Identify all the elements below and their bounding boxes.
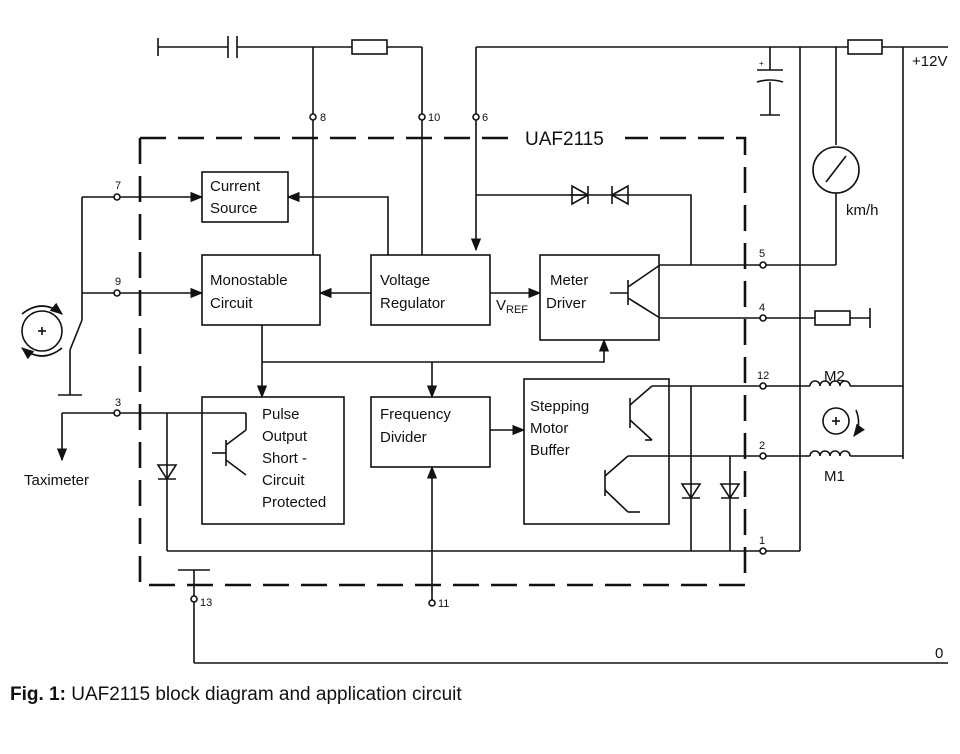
chip-boundary	[138, 136, 747, 587]
figure-caption-text: UAF2115 block diagram and application ci…	[65, 684, 462, 705]
meter-label: km/h	[846, 202, 879, 219]
pin-11-label: 11	[438, 598, 449, 610]
meter-driver-line-1: Meter	[550, 272, 588, 289]
motor-m2-label: M2	[824, 368, 845, 385]
motor-coils	[766, 380, 903, 457]
frequency-divider-line-2: Divider	[380, 429, 427, 446]
stepping-motor-block	[523, 378, 670, 525]
speedometer-wiring	[766, 146, 871, 328]
stepping-motor-transistors	[604, 385, 760, 551]
pulse-output-line-3: Short -	[262, 450, 307, 467]
vref-label: VREF	[496, 297, 528, 316]
pin-terminals	[113, 113, 767, 607]
pin-8-label: 8	[320, 112, 326, 124]
top-supply-wiring	[157, 36, 948, 551]
pin-9-label: 9	[115, 276, 121, 288]
figure-caption-prefix: Fig. 1:	[10, 684, 66, 705]
ground-rail	[178, 569, 948, 664]
monostable-block	[201, 254, 321, 326]
pulse-output-block	[201, 396, 345, 525]
stepping-motor-line-2: Motor	[530, 420, 568, 437]
voltage-regulator-block	[370, 254, 491, 326]
frequency-divider-line-1: Frequency	[380, 406, 451, 423]
pin-4-label: 4	[759, 302, 765, 314]
voltage-regulator-line-1: Voltage	[380, 272, 430, 289]
stepping-motor-line-1: Stepping	[530, 398, 589, 415]
internal-signal-wiring	[120, 191, 610, 600]
monostable-line-2: Circuit	[210, 295, 253, 312]
chip-label: UAF2115	[525, 129, 604, 150]
monostable-line-1: Monostable	[210, 272, 288, 289]
pulse-output-line-1: Pulse	[262, 406, 300, 423]
pin-1-label: 1	[759, 535, 765, 547]
pulse-output-line-5: Protected	[262, 494, 326, 511]
stepping-motor-line-3: Buffer	[530, 442, 570, 459]
voltage-regulator-line-2: Regulator	[380, 295, 445, 312]
current-source-line-2: Source	[210, 200, 258, 217]
pin-13-label: 13	[200, 597, 212, 609]
pin-3-label: 3	[115, 397, 121, 409]
ground-label: 0	[935, 645, 943, 662]
pin-12-label: 12	[757, 370, 769, 382]
pulse-output-line-2: Output	[262, 428, 308, 445]
motor-m1-label: M1	[824, 468, 845, 485]
pin-5-label: 5	[759, 248, 765, 260]
pin-7-label: 7	[115, 180, 121, 192]
pin-2-label: 2	[759, 440, 765, 452]
meter-driver-line-2: Driver	[546, 295, 586, 312]
pulse-output-line-4: Circuit	[262, 472, 305, 489]
current-source-line-1: Current	[210, 178, 261, 195]
meter-driver-transistor	[476, 184, 760, 319]
pin-6-label: 6	[482, 112, 488, 124]
pulse-output-wiring	[56, 412, 800, 552]
internal-pin-wiring	[312, 120, 482, 255]
capacitor-plus-sign: +	[759, 59, 764, 68]
supply-label: +12V	[912, 53, 947, 70]
input-sensor	[21, 196, 114, 396]
pin-10-label: 10	[428, 112, 440, 124]
taximeter-label: Taximeter	[24, 472, 89, 489]
figure-caption: Fig. 1: UAF2115 block diagram and applic…	[10, 684, 462, 706]
